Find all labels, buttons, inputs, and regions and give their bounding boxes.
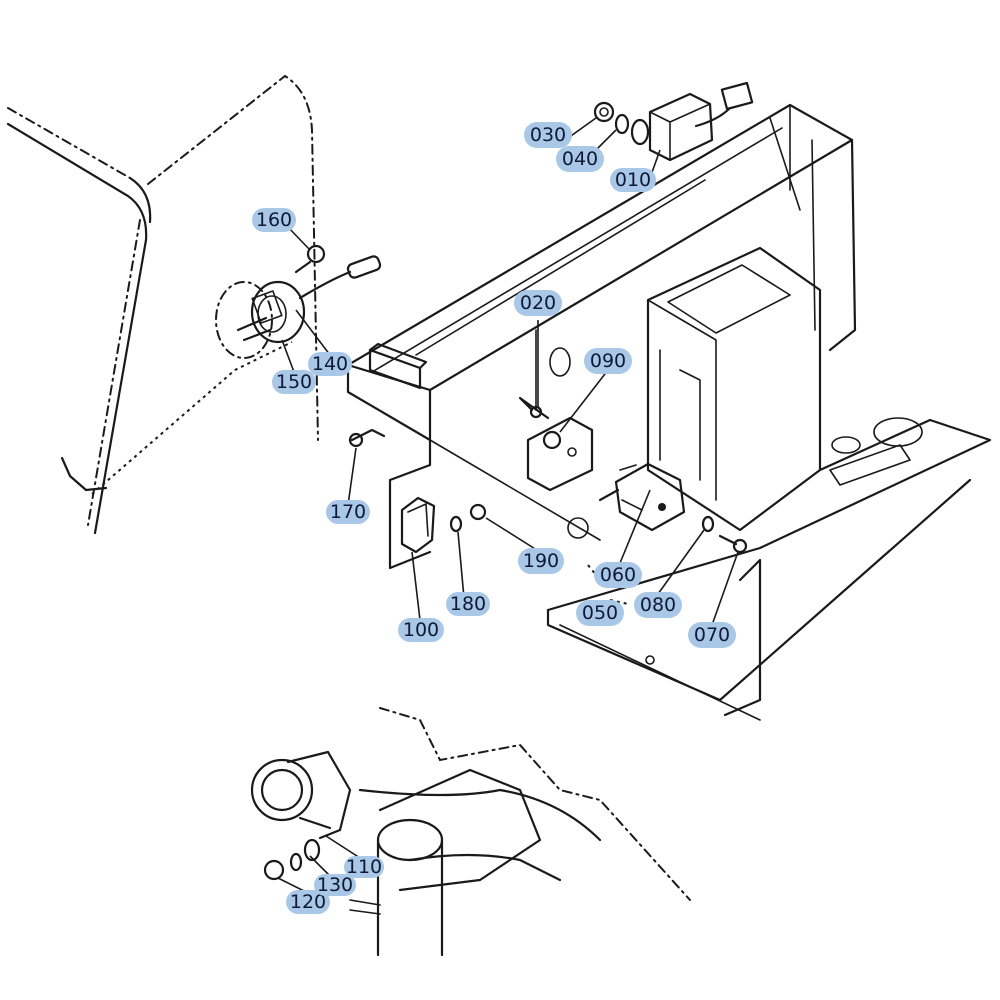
callout-label: 040 xyxy=(562,148,598,170)
callout-label: 070 xyxy=(694,624,730,646)
small-parts-left xyxy=(348,428,487,554)
callout-150[interactable]: 150 xyxy=(272,370,316,394)
pulley-assembly xyxy=(250,707,691,957)
callout-140[interactable]: 140 xyxy=(308,352,352,376)
callout-label: 110 xyxy=(346,856,382,878)
callout-020[interactable]: 020 xyxy=(514,290,562,316)
callout-130[interactable]: 130 xyxy=(314,874,356,896)
callout-label: 180 xyxy=(450,593,486,615)
callout-label: 170 xyxy=(330,501,366,523)
callout-label: 190 xyxy=(523,550,559,572)
callout-030[interactable]: 030 xyxy=(524,122,572,148)
callout-070[interactable]: 070 xyxy=(688,622,736,648)
callout-label: 020 xyxy=(520,292,556,314)
callout-label: 030 xyxy=(530,124,566,146)
callout-100[interactable]: 100 xyxy=(398,618,444,642)
callout-label: 060 xyxy=(600,564,636,586)
callout-label: 100 xyxy=(403,619,439,641)
callout-120[interactable]: 120 xyxy=(286,890,330,914)
leader-lines xyxy=(277,117,739,893)
frame-body xyxy=(346,103,992,721)
callout-label: 010 xyxy=(615,169,651,191)
callout-label: 120 xyxy=(290,891,326,913)
callout-110[interactable]: 110 xyxy=(344,856,384,878)
callout-090[interactable]: 090 xyxy=(584,348,632,374)
callout-label: 130 xyxy=(317,874,353,896)
callout-label: 080 xyxy=(640,594,676,616)
callout-190[interactable]: 190 xyxy=(518,548,564,574)
callout-label: 090 xyxy=(590,350,626,372)
callout-160[interactable]: 160 xyxy=(252,208,296,232)
callout-060[interactable]: 060 xyxy=(594,562,642,588)
callout-label: 160 xyxy=(256,209,292,231)
callout-170[interactable]: 170 xyxy=(326,500,370,524)
callout-080[interactable]: 080 xyxy=(634,592,682,618)
relay-module xyxy=(593,81,754,162)
key-switch-assembly xyxy=(215,244,382,359)
callout-label: 050 xyxy=(582,602,618,624)
cab-panel xyxy=(6,74,319,535)
callout-180[interactable]: 180 xyxy=(446,592,490,616)
callout-050[interactable]: 050 xyxy=(576,600,624,626)
callout-label: 140 xyxy=(312,353,348,375)
callout-010[interactable]: 010 xyxy=(610,168,656,192)
callout-label: 150 xyxy=(276,371,312,393)
callout-040[interactable]: 040 xyxy=(556,146,604,172)
